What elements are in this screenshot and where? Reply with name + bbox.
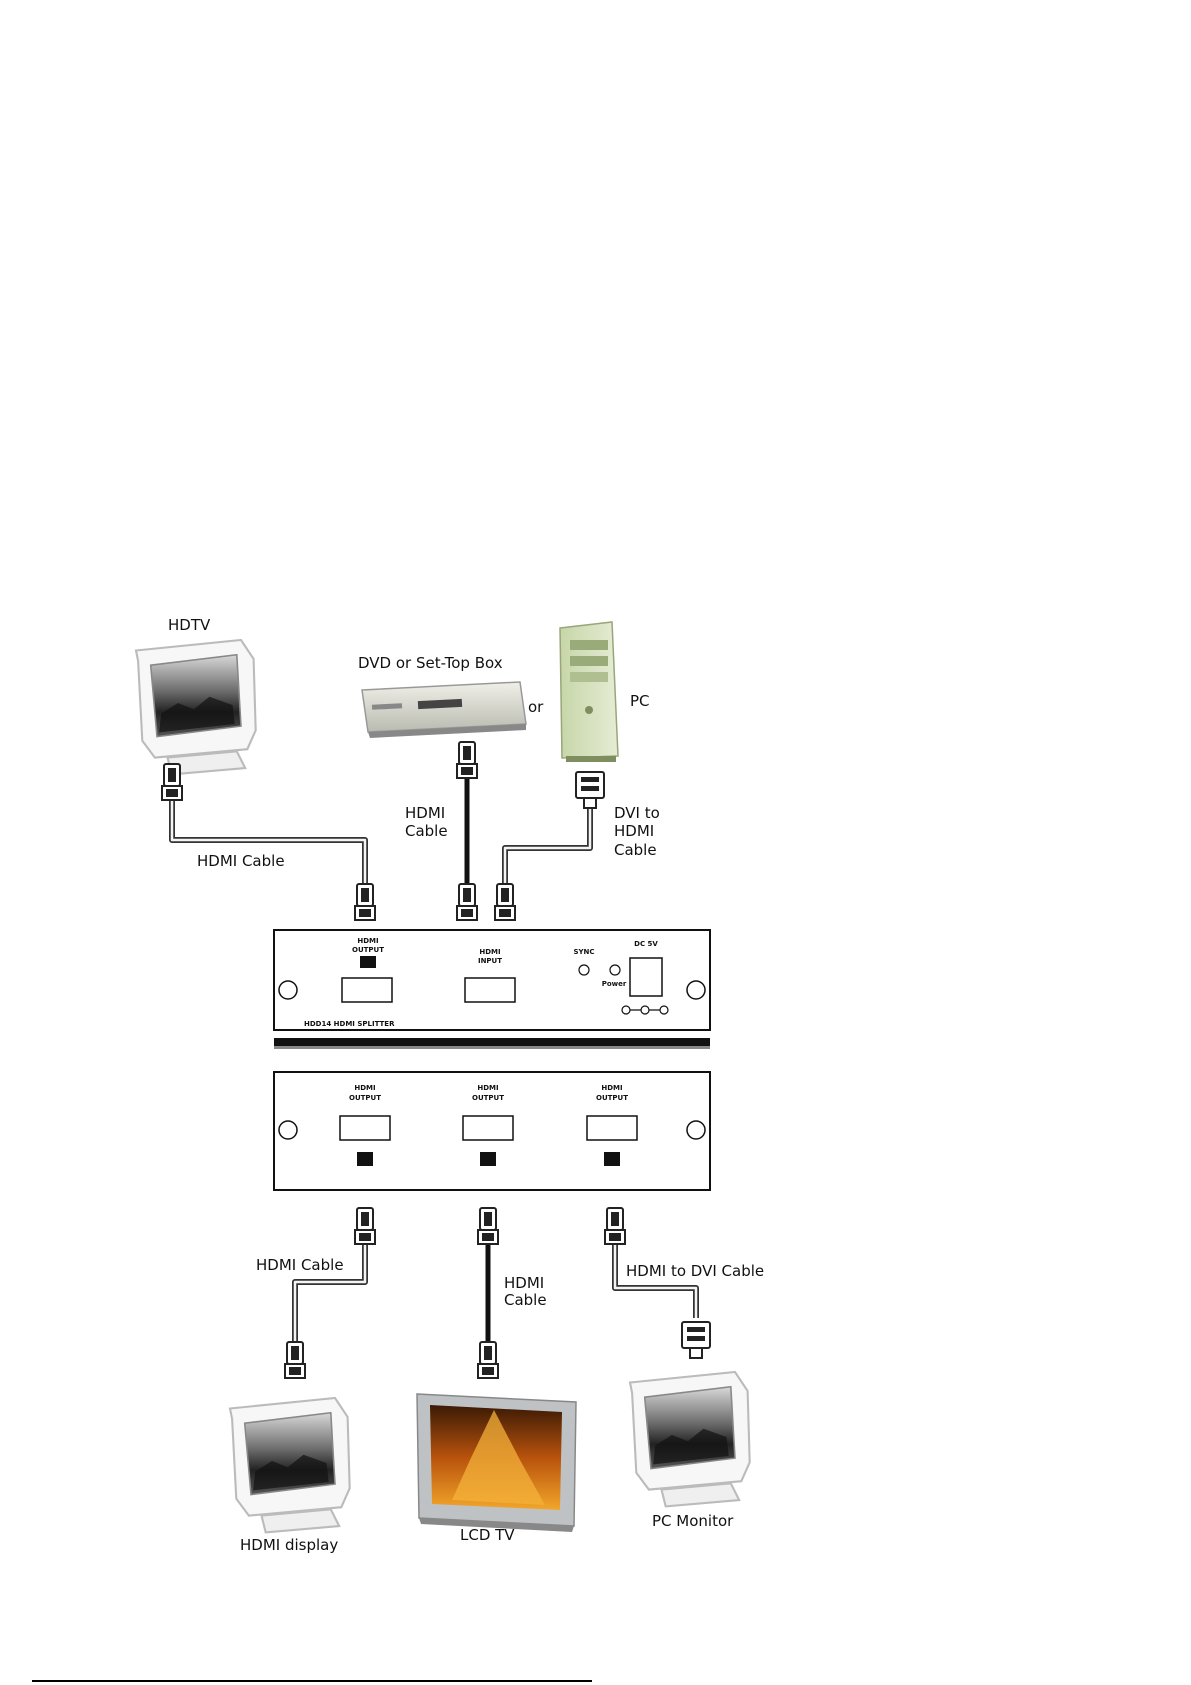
lcd-tv-icon [417, 1394, 576, 1532]
rear-output-2-label-1: HDMI [477, 1084, 498, 1092]
front-output-label-2: OUTPUT [352, 946, 384, 954]
hdtv-monitor-icon [136, 640, 256, 774]
dc-label: DC 5V [634, 940, 658, 948]
monitor-cable [605, 1208, 710, 1358]
lcd-cable [478, 1208, 498, 1378]
sync-label: SYNC [573, 948, 594, 956]
lcd-cable-label-1: HDMI [504, 1274, 544, 1292]
model-label: HDD14 HDMI SPLITTER [304, 1020, 395, 1028]
dvd-cable-label-2: Cable [405, 822, 448, 840]
splitter-rear-panel: HDMI OUTPUT HDMI OUTPUT HDMI OUTPUT [274, 1072, 710, 1190]
dvd-player-icon [362, 682, 526, 738]
rear-output-2-label-2: OUTPUT [472, 1094, 504, 1102]
rear-output-3-label-2: OUTPUT [596, 1094, 628, 1102]
hdmi-display-label: HDMI display [240, 1536, 338, 1554]
pc-cable-label-2: HDMI [614, 822, 654, 840]
hdtv-cable-label: HDMI Cable [197, 852, 285, 870]
rear-output-1-label-1: HDMI [354, 1084, 375, 1092]
pc-monitor-icon [630, 1372, 750, 1506]
front-input-label-1: HDMI [479, 948, 500, 956]
pc-monitor-label: PC Monitor [652, 1512, 734, 1530]
dvd-cable-label-1: HDMI [405, 804, 445, 822]
power-label: Power [602, 980, 627, 988]
front-output-label-1: HDMI [357, 937, 378, 945]
pc-cable-label-3: Cable [614, 841, 657, 859]
front-input-label-2: INPUT [478, 957, 502, 965]
display-cable [285, 1208, 375, 1378]
lcd-tv-label: LCD TV [460, 1526, 515, 1544]
pc-tower-icon [560, 622, 618, 762]
hdtv-cable [162, 764, 375, 920]
display-cable-label: HDMI Cable [256, 1256, 344, 1274]
splitter-front-panel: HDMI OUTPUT HDMI INPUT SYNC Power DC 5V … [274, 930, 710, 1049]
dvd-label: DVD or Set-Top Box [358, 654, 503, 672]
rear-output-3-label-1: HDMI [601, 1084, 622, 1092]
dvd-cable [457, 742, 477, 920]
pc-label: PC [630, 692, 650, 710]
monitor-cable-label: HDMI to DVI Cable [626, 1262, 764, 1280]
hdtv-label: HDTV [168, 616, 211, 634]
rear-output-1-label-2: OUTPUT [349, 1094, 381, 1102]
or-label: or [528, 698, 544, 716]
lcd-cable-label-2: Cable [504, 1291, 547, 1309]
pc-cable [495, 772, 604, 920]
hdmi-display-monitor-icon [230, 1398, 350, 1532]
pc-cable-label-1: DVI to [614, 804, 660, 822]
footer-rule [32, 1680, 592, 1682]
